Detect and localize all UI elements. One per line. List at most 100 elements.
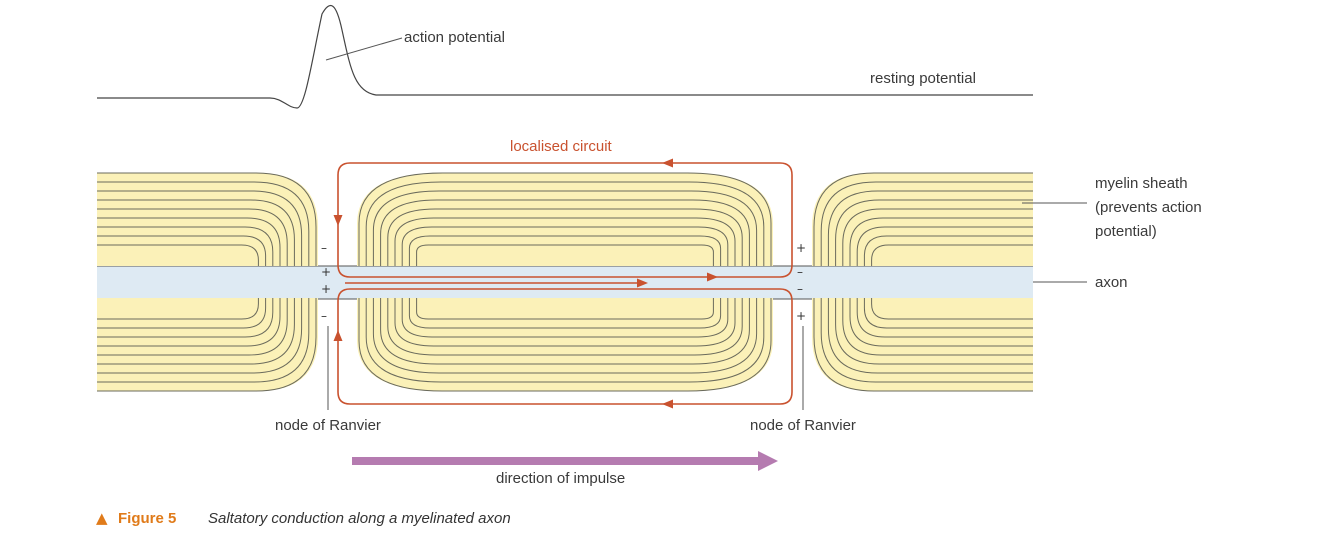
myelin-layer [97, 298, 259, 320]
figure-caption: Saltatory conduction along a myelinated … [208, 510, 511, 527]
myelin-layer [849, 298, 1033, 347]
myelin-layer-fill [357, 298, 773, 391]
myelin-layer [97, 298, 281, 347]
charge-sign: + [796, 309, 806, 323]
myelin-layer [416, 244, 714, 266]
myelin-layer-fill [357, 173, 773, 266]
myelin-layer [835, 199, 1033, 266]
myelin-layer [97, 298, 267, 329]
myelin-layer [820, 181, 1033, 266]
myelin-layer [380, 298, 750, 365]
myelin-layer [97, 235, 267, 266]
circuit-arrowhead [637, 278, 648, 288]
direction-arrow-shaft [352, 457, 760, 465]
myelin-layer [827, 298, 1033, 374]
myelin-layer [97, 181, 310, 266]
myelin-layer [394, 298, 736, 347]
circuit-loop-lower [337, 288, 793, 405]
myelin-layer [827, 190, 1033, 266]
charge-sign: – [797, 282, 803, 296]
myelin-layer [863, 235, 1033, 266]
myelin-sheath-label: myelin sheath (prevents action potential… [1095, 175, 1206, 240]
myelin-layer [97, 172, 317, 266]
myelin-label-line: potential) [1095, 223, 1157, 240]
charge-sign: + [796, 241, 806, 255]
myelin-layer [871, 244, 1033, 266]
myelin-label-line: myelin sheath [1095, 175, 1188, 192]
myelin-sheath-left-bottom [97, 298, 318, 392]
myelin-layer [97, 298, 310, 383]
myelin-layer [856, 226, 1033, 266]
myelin-layer [358, 172, 772, 266]
myelin-layer [863, 298, 1033, 329]
myelin-layer [871, 298, 1033, 320]
node-of-ranvier-label-right: node of Ranvier [750, 417, 856, 434]
myelin-layer [408, 298, 722, 329]
myelin-layer [387, 208, 743, 266]
myelin-layer [97, 199, 295, 266]
charge-sign: – [797, 265, 803, 279]
resting-potential-label: resting potential [870, 70, 976, 87]
charge-sign: + [321, 265, 331, 279]
myelin-label-line: (prevents action [1095, 199, 1202, 216]
myelin-layer [97, 217, 281, 266]
myelin-sheath-middle-bottom [357, 298, 773, 392]
charge-sign: – [321, 241, 327, 255]
myelin-layer [97, 298, 303, 374]
myelin-layer [849, 217, 1033, 266]
myelin-layer [97, 226, 274, 266]
action-potential-leader [325, 37, 403, 61]
axon-label: axon [1095, 274, 1128, 291]
myelin-layer [97, 298, 295, 365]
circuit-arrowhead [662, 158, 673, 168]
myelin-layer [380, 199, 750, 266]
membrane-potential-trace [97, 4, 1033, 109]
myelin-layer [97, 190, 303, 266]
myelin-layer [856, 298, 1033, 338]
myelin-layer [365, 298, 765, 383]
myelin-layer [401, 298, 729, 338]
myelin-layer [97, 298, 317, 392]
myelin-layer [813, 172, 1033, 266]
myelin-layer [372, 298, 758, 374]
myelin-layer [365, 181, 765, 266]
myelin-layer [358, 298, 772, 392]
circuit-arrowhead [333, 215, 343, 226]
myelin-layer-fill [97, 173, 318, 266]
circuit-arrowhead [707, 272, 718, 282]
circuit-arrowhead [662, 399, 673, 409]
myelin-layer [820, 298, 1033, 383]
circuit-arrowhead [333, 330, 343, 341]
myelin-layer [408, 235, 722, 266]
caption-marker-icon: ▲ [96, 509, 108, 527]
myelin-sheath-right-top [812, 172, 1033, 266]
direction-of-impulse-label: direction of impulse [496, 470, 625, 487]
figure-number: Figure 5 [118, 510, 176, 527]
action-potential-label: action potential [404, 29, 505, 46]
myelin-sheath-middle-top [357, 172, 773, 266]
charge-sign: + [321, 282, 331, 296]
myelin-layer [416, 298, 714, 320]
myelin-layer [813, 298, 1033, 392]
myelin-layer-fill [97, 298, 318, 391]
myelin-layer [97, 298, 274, 338]
myelin-layer [842, 208, 1033, 266]
localised-circuit-label: localised circuit [510, 138, 613, 155]
node-of-ranvier-label-left: node of Ranvier [275, 417, 381, 434]
myelin-layer [401, 226, 729, 266]
myelin-sheath-left-top [97, 172, 318, 266]
myelin-layer [97, 208, 288, 266]
circuit-loop-upper [337, 162, 793, 278]
myelin-layer [842, 298, 1033, 356]
direction-arrow-head [758, 451, 778, 471]
myelin-layer [97, 298, 288, 356]
myelin-layer-fill [812, 298, 1033, 391]
myelin-layer [372, 190, 758, 266]
myelin-layer [387, 298, 743, 356]
myelin-layer [97, 244, 259, 266]
myelin-layer-fill [812, 173, 1033, 266]
myelin-layer [394, 217, 736, 266]
charge-sign: – [321, 309, 327, 323]
myelin-layer [835, 298, 1033, 365]
